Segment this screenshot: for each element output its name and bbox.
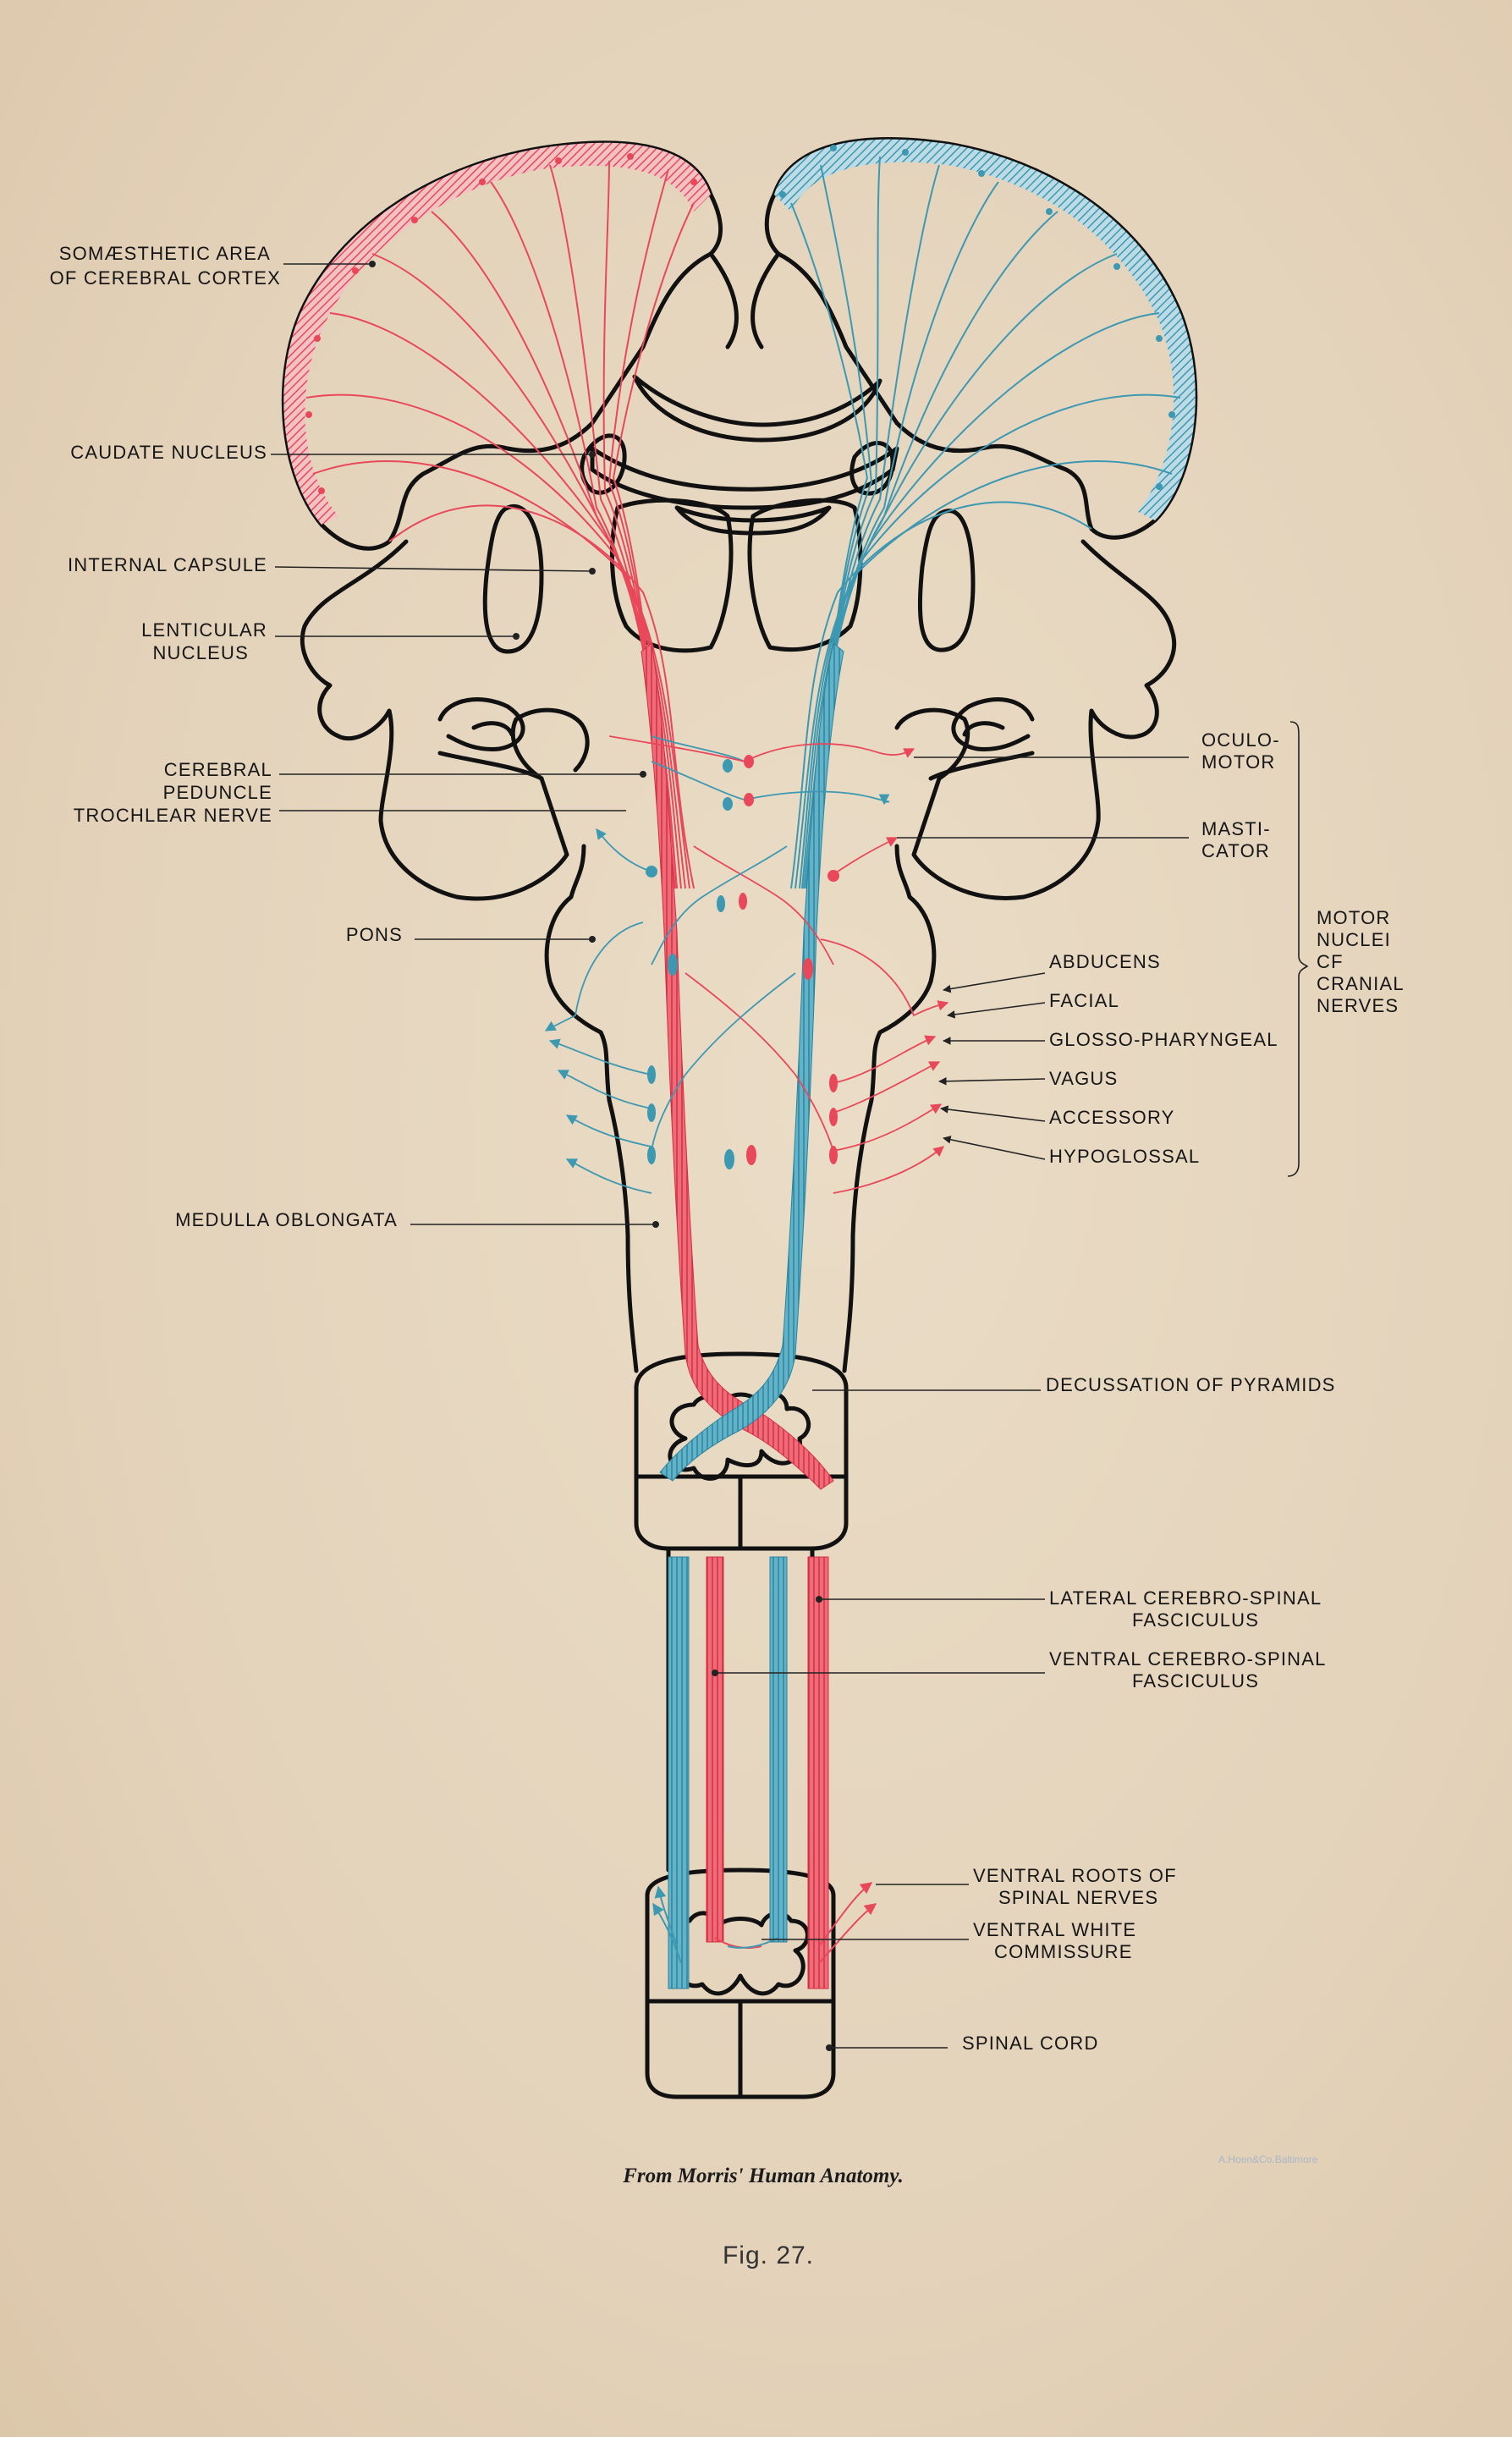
ventral-roots xyxy=(652,1882,877,1964)
label-ventral-fasciculus-line1: VENTRAL CEREBRO-SPINAL xyxy=(1049,1648,1327,1670)
label-pons: PONS xyxy=(346,924,403,945)
label-cerebral-peduncle-line2: PEDUNCLE xyxy=(163,782,272,803)
blue-tract-bundle xyxy=(659,642,844,1482)
label-somaesthetic-line1: SOMÆSTHETIC AREA xyxy=(59,243,271,264)
figure-number: Fig. 27. xyxy=(723,2242,814,2269)
label-ventral-fasciculus-line2: FASCICULUS xyxy=(1132,1670,1259,1692)
label-ventral-white-commissure-line1: VENTRAL WHITE xyxy=(973,1919,1136,1940)
midline-structures xyxy=(590,251,899,536)
label-hypoglossal: HYPOGLOSSAL xyxy=(1049,1146,1200,1167)
lenticular-nucleus xyxy=(482,504,976,654)
brainstem-outline xyxy=(544,844,937,1373)
label-lateral-fasciculus-line2: FASCICULUS xyxy=(1132,1609,1259,1631)
label-motor-nuclei-line4: CRANIAL xyxy=(1317,973,1405,994)
label-ventral-roots-line1: VENTRAL ROOTS OF xyxy=(973,1865,1177,1886)
label-ventral-roots-line2: SPINAL NERVES xyxy=(998,1887,1158,1908)
label-motor-nuclei-line5: NERVES xyxy=(1317,995,1399,1016)
label-lenticular-line2: NUCLEUS xyxy=(152,642,249,663)
label-spinal-cord: SPINAL CORD xyxy=(962,2033,1099,2054)
left-labels: SOMÆSTHETIC AREA OF CEREBRAL CORTEX CAUD… xyxy=(50,243,403,1230)
cranial-nerve-fibers xyxy=(544,735,949,1194)
red-corticospinal-tract xyxy=(305,160,695,889)
label-lenticular-line1: LENTICULAR xyxy=(141,619,267,641)
label-trochlear-nerve: TROCHLEAR NERVE xyxy=(74,805,272,826)
label-motor-nuclei-line2: NUCLEI xyxy=(1317,929,1391,950)
label-lateral-fasciculus-line1: LATERAL CEREBRO-SPINAL xyxy=(1049,1587,1322,1609)
label-vagus: VAGUS xyxy=(1049,1068,1118,1089)
ventral-cerebrospinal-fasciculus xyxy=(706,1556,788,1943)
label-ventral-white-commissure-line2: COMMISSURE xyxy=(994,1941,1133,1962)
label-motor-nuclei-line1: MOTOR xyxy=(1317,907,1390,928)
cortex-cell-dots xyxy=(305,145,1175,494)
label-masticator-line1: MASTI- xyxy=(1201,818,1271,839)
label-caudate-nucleus: CAUDATE NUCLEUS xyxy=(70,442,267,463)
thalamus xyxy=(609,498,863,653)
label-facial: FACIAL xyxy=(1049,990,1119,1011)
lateral-cerebrospinal-fasciculus xyxy=(668,1556,829,1989)
cerebral-cortex-right xyxy=(764,137,1198,540)
temporal-lobes xyxy=(300,539,1177,901)
decussation-section xyxy=(634,1351,849,1551)
label-abducens: ABDUCENS xyxy=(1049,951,1161,972)
label-masticator-line2: CATOR xyxy=(1201,840,1270,861)
caudate-nucleus xyxy=(580,433,895,496)
printer-stamp: A.Hoen&Co.Baltimore xyxy=(1218,2154,1318,2165)
label-internal-capsule: INTERNAL CAPSULE xyxy=(68,554,267,575)
label-motor-nuclei-line3: CF xyxy=(1317,951,1344,972)
label-oculomotor-line2: MOTOR xyxy=(1201,751,1275,773)
label-glosso-pharyngeal: GLOSSO-PHARYNGEAL xyxy=(1049,1029,1278,1050)
right-labels: OCULO- MOTOR MASTI- CATOR ABDUCENS FACIA… xyxy=(962,729,1405,2054)
label-somaesthetic-line2: OF CEREBRAL CORTEX xyxy=(50,267,281,289)
label-accessory: ACCESSORY xyxy=(1049,1107,1175,1128)
source-caption: From Morris' Human Anatomy. xyxy=(622,2165,904,2187)
label-oculomotor-line1: OCULO- xyxy=(1201,729,1280,751)
label-decussation-of-pyramids: DECUSSATION OF PYRAMIDS xyxy=(1046,1374,1336,1395)
leader-lines xyxy=(271,261,1309,2051)
cranial-nerve-nuclei xyxy=(646,755,839,1169)
label-cerebral-peduncle-line1: CEREBRAL xyxy=(164,759,272,780)
blue-corticospinal-tract xyxy=(790,156,1181,889)
spinal-cord-tube xyxy=(666,1546,815,1873)
label-medulla-oblongata: MEDULLA OBLONGATA xyxy=(175,1209,398,1230)
red-tract-bundle xyxy=(641,642,834,1490)
